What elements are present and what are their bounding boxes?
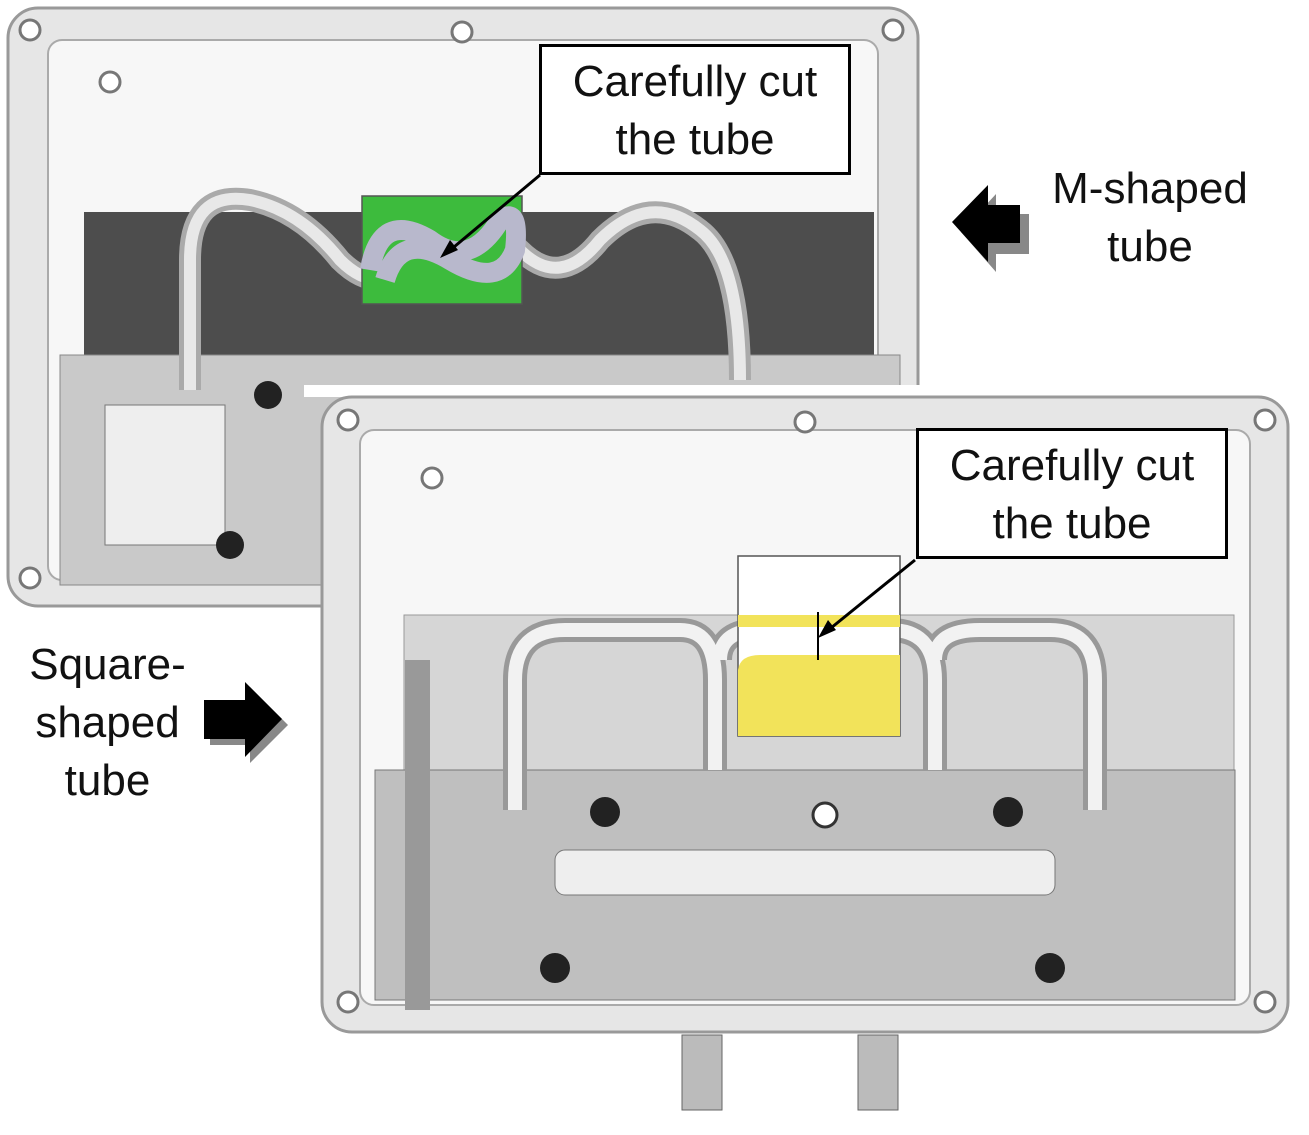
bottom-callout-line2: the tube (992, 499, 1152, 548)
m-shaped-tube-label: M-shaped tube (1035, 160, 1265, 276)
square-label-line1: Square- (29, 640, 186, 689)
m-label-line2: tube (1107, 222, 1193, 271)
bottom-arrow-line (825, 558, 916, 634)
top-callout-line2: the tube (615, 115, 775, 164)
square-label-line3: tube (64, 756, 151, 805)
bottom-cut-callout: Carefully cut the tube (916, 428, 1228, 559)
left-pointing-arrow-icon (952, 185, 1029, 272)
square-label-line2: shaped (35, 698, 180, 747)
m-label-line1: M-shaped (1052, 164, 1248, 213)
right-pointing-arrow-icon (204, 682, 288, 763)
bottom-callout-line1: Carefully cut (949, 441, 1195, 490)
top-arrow-line (447, 173, 541, 254)
top-callout-line1: Carefully cut (572, 57, 818, 106)
square-shaped-tube-label: Square- shaped tube (10, 636, 205, 810)
top-cut-callout: Carefully cut the tube (539, 44, 851, 175)
